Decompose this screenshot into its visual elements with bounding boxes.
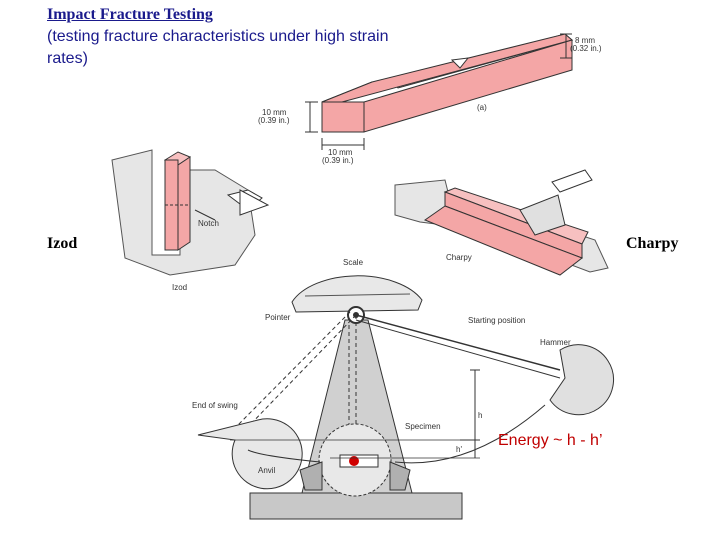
specimen-label: Specimen [405,422,441,431]
izod-setup [112,150,268,275]
charpy-label: Charpy [626,235,678,253]
scale-label: Scale [343,258,364,267]
h-label: h [478,411,482,420]
charpy-small-label: Charpy [446,253,472,262]
izod-small-label: Izod [172,283,187,292]
starting-position-label: Starting position [468,316,525,325]
end-of-swing-label: End of swing [192,401,238,410]
anvil-label: Anvil [258,466,276,475]
specimen-bar [305,34,572,150]
pointer-label: Pointer [265,313,291,322]
pendulum-machine [198,276,614,519]
fig-a-label: (a) [477,103,487,112]
dim-side-in-label: (0.39 in.) [258,116,290,125]
izod-label: Izod [47,235,77,253]
charpy-setup [395,170,608,275]
h-prime-label: h' [456,445,462,454]
energy-formula: Energy ~ h - h’ [498,432,603,450]
dim-bottom-in-label: (0.39 in.) [322,156,354,165]
dim-top-in-label: (0.32 in.) [570,44,602,53]
hammer-label: Hammer [540,338,571,347]
notch-label: Notch [198,219,219,228]
